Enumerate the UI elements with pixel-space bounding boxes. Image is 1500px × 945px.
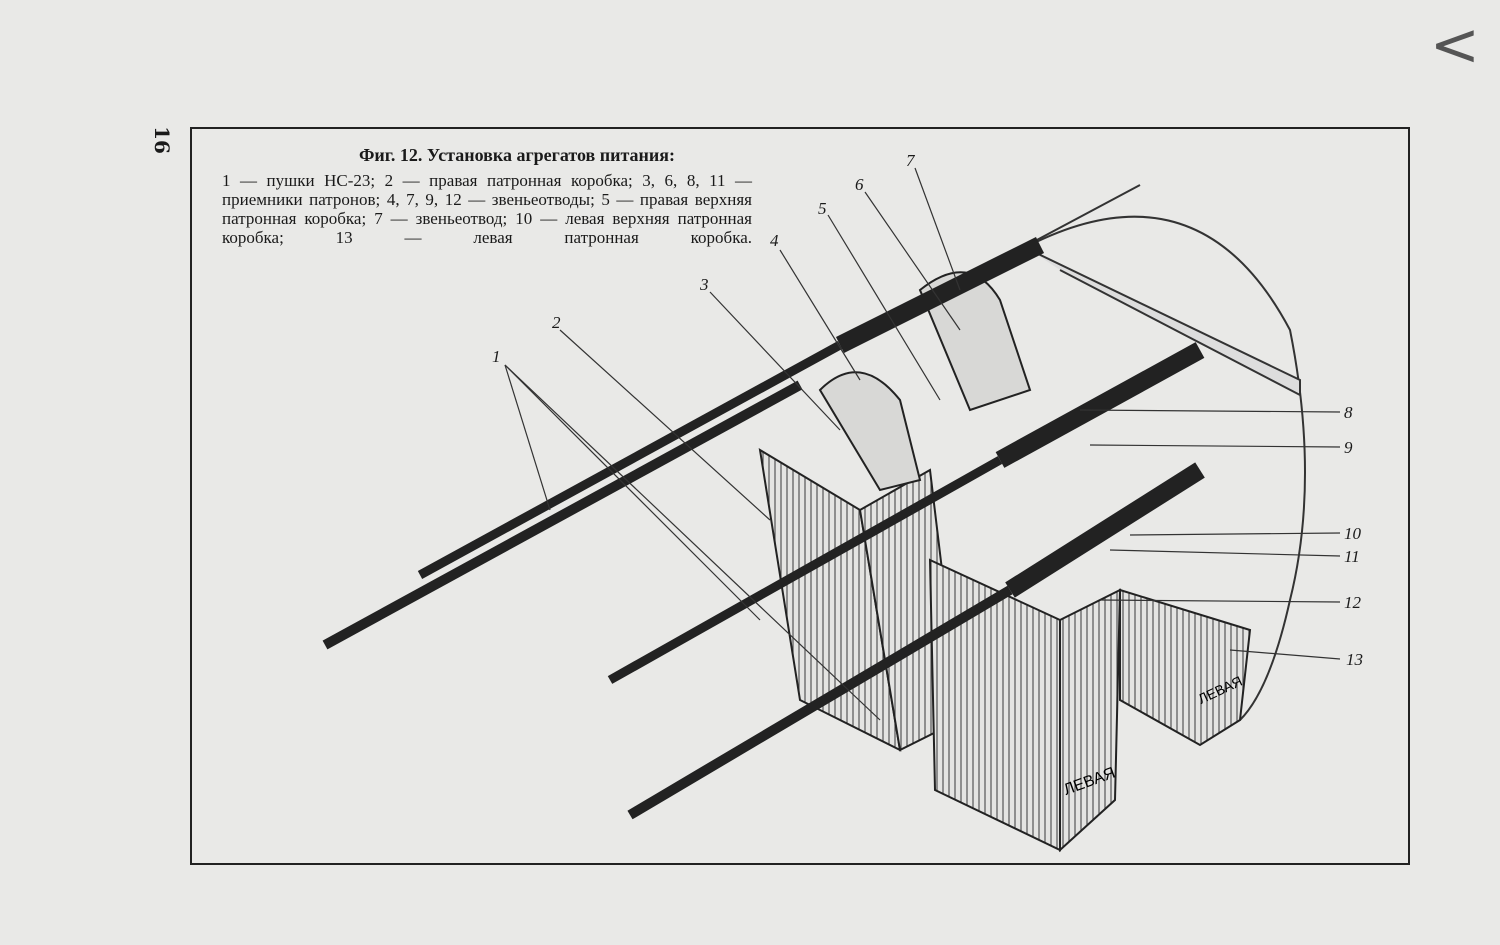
figure-frame: [190, 127, 1410, 865]
margin-mark: <: [1429, 10, 1480, 80]
callout-6: 6: [855, 175, 864, 194]
callout-7: 7: [906, 151, 916, 170]
callout-11: 11: [1344, 547, 1360, 566]
callout-4: 4: [770, 231, 779, 250]
callout-1: 1: [492, 347, 501, 366]
callout-9: 9: [1344, 438, 1353, 457]
callout-3: 3: [699, 275, 709, 294]
guns: [322, 236, 1205, 820]
figure-caption: Фиг. 12. Установка агрегатов питания: 1 …: [222, 145, 752, 248]
callout-10: 10: [1344, 524, 1362, 543]
leader-lines: [504, 167, 1341, 721]
callout-5: 5: [818, 199, 827, 218]
callout-12: 12: [1344, 593, 1362, 612]
left-lower-box: ЛЕВАЯ: [1119, 588, 1252, 747]
rail: [1029, 249, 1301, 397]
figure-legend: 1 — пушки НС-23; 2 — правая патронная ко…: [222, 171, 752, 247]
callout-8: 8: [1344, 403, 1353, 422]
figure-title: Фиг. 12. Установка агрегатов питания:: [358, 145, 676, 165]
callout-13: 13: [1346, 650, 1363, 669]
callouts: 1 2 3 4 5 6 7 8 9 10 11 12 13: [492, 151, 1363, 669]
left-cartridge-box: ЛЕВАЯ: [928, 558, 1122, 853]
callout-2: 2: [552, 313, 561, 332]
